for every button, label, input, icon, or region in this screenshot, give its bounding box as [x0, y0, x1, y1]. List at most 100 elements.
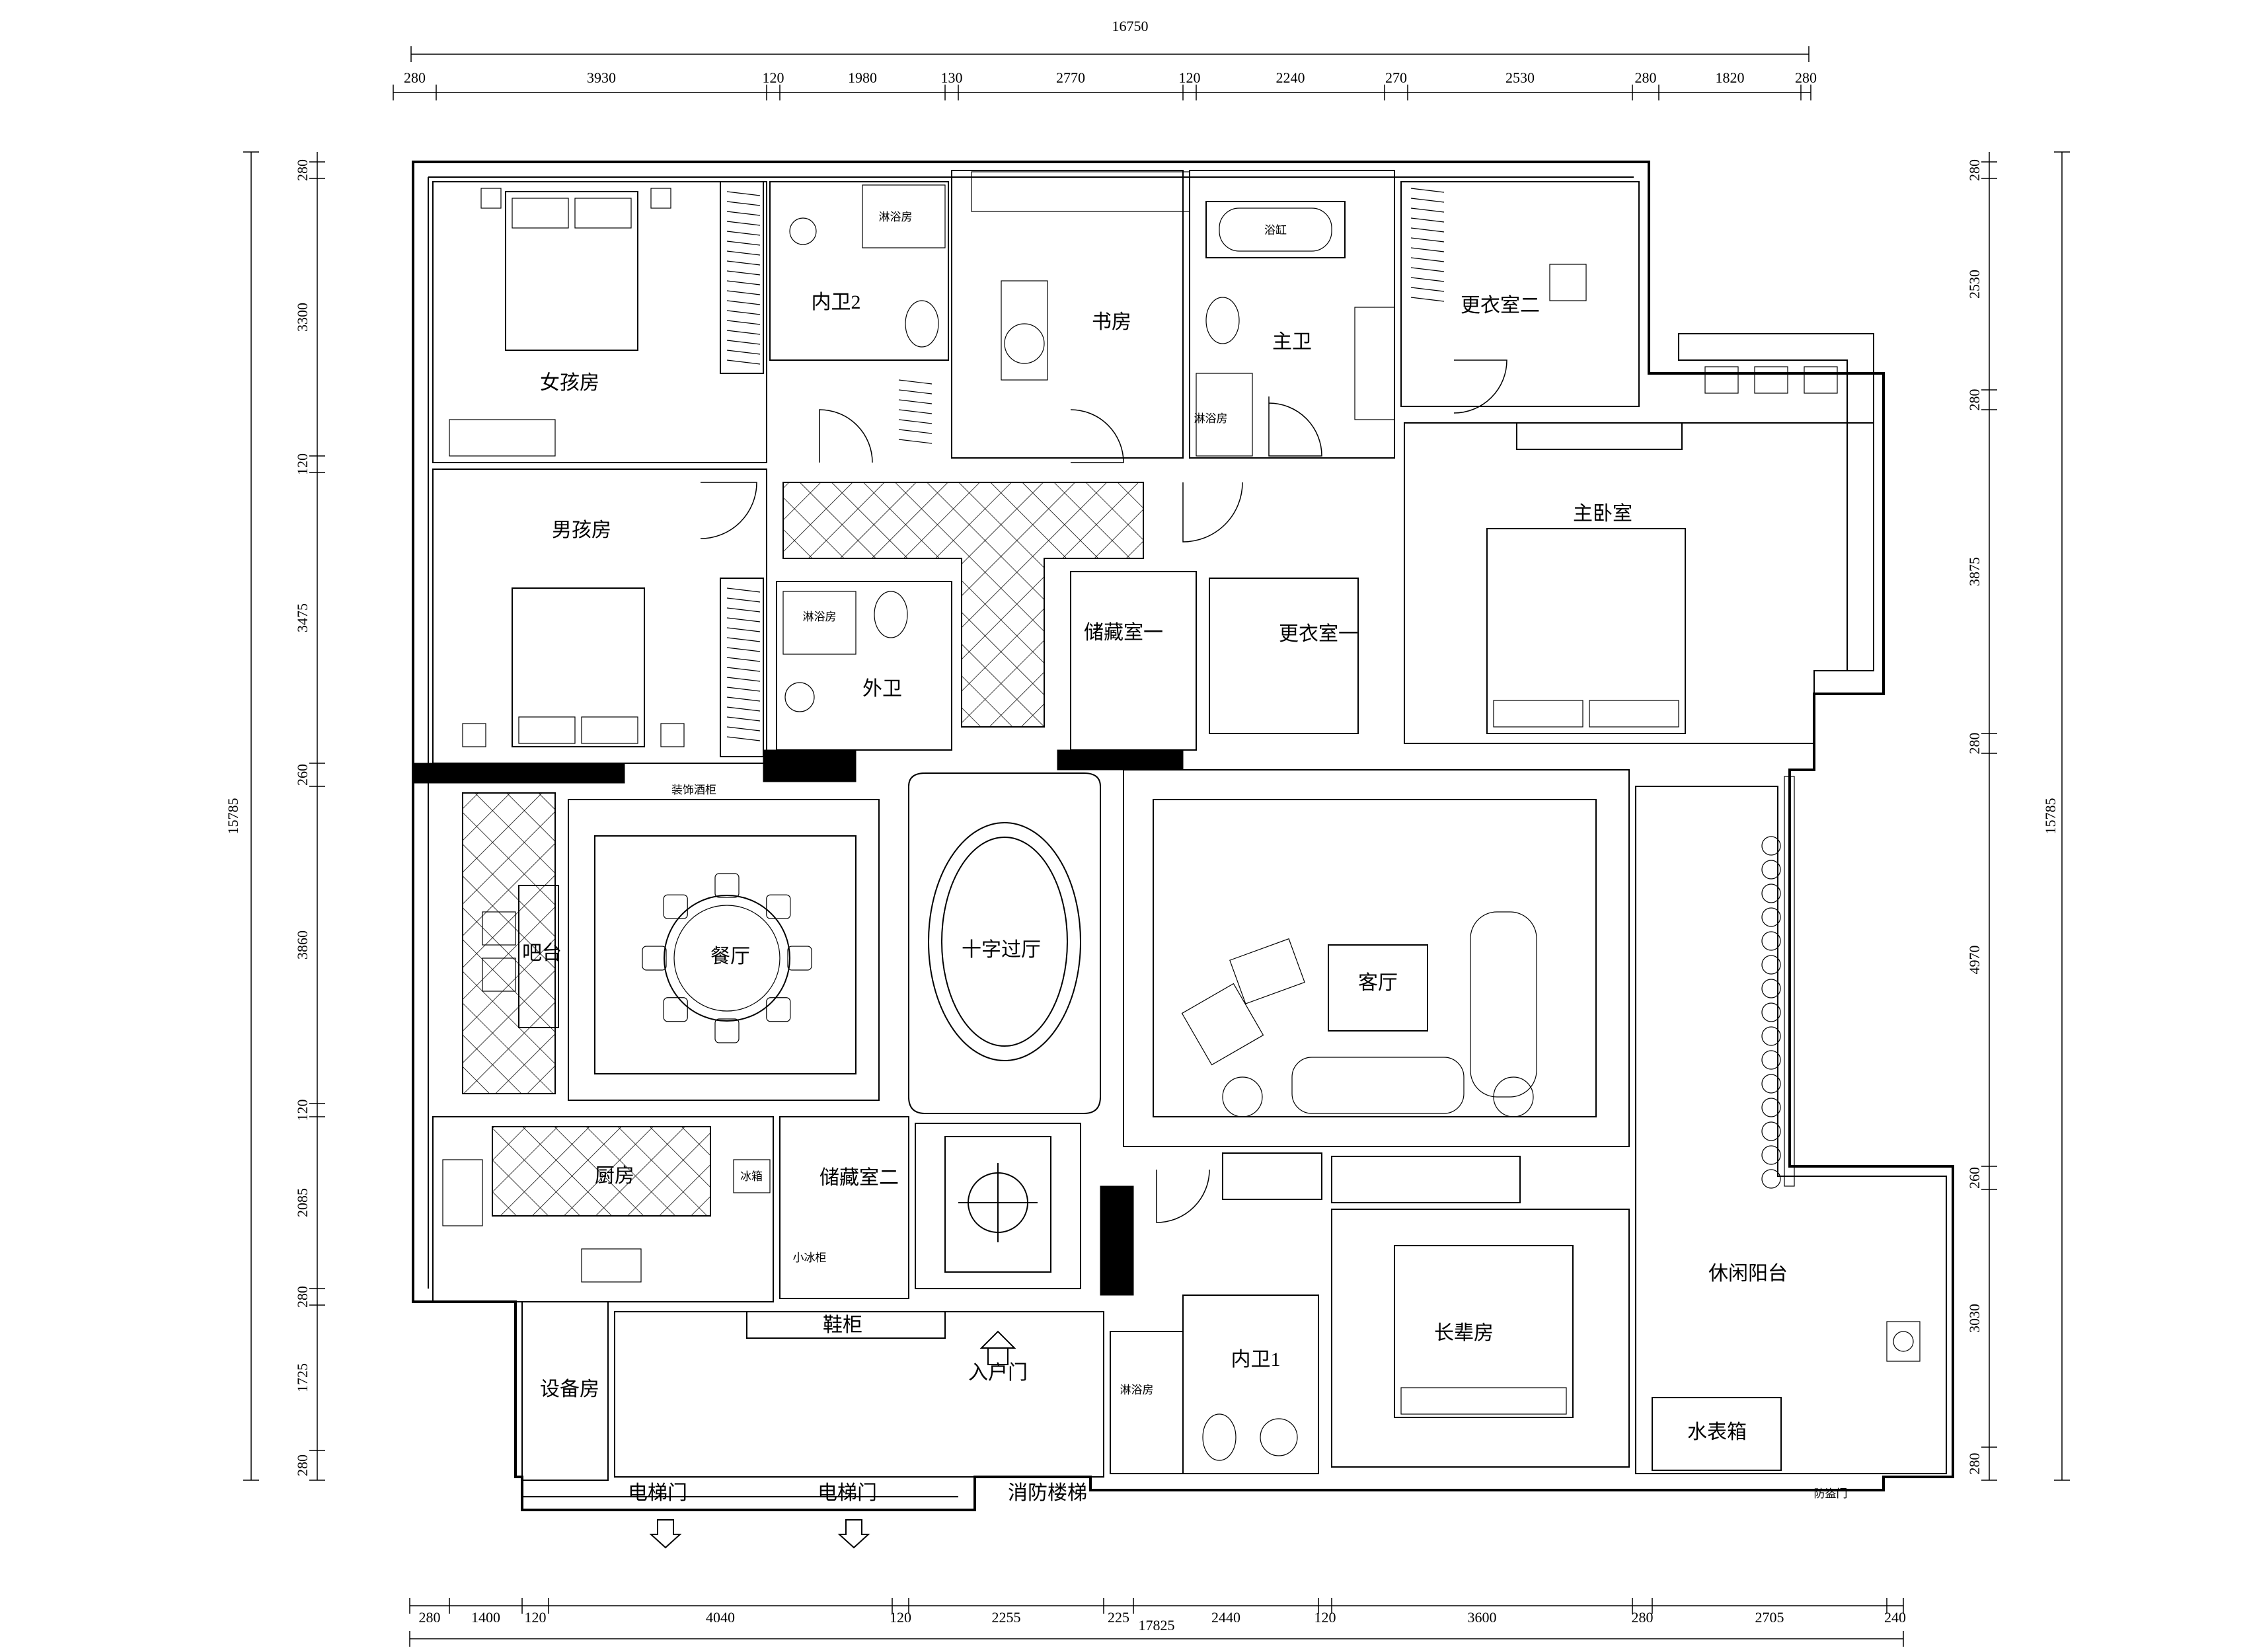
dim-left-9: 1725: [294, 1363, 311, 1392]
planter: [1761, 979, 1781, 998]
dining-chair: [663, 997, 688, 1022]
room-labels: 女孩房 内卫2 书房 主卫 更衣室二 男孩房 主卧室 储藏室一 更衣室一 外卫 …: [522, 291, 1788, 1504]
dining-chair: [663, 894, 688, 919]
dim-top-1: 3930: [587, 69, 616, 86]
dim-bottom-0: 280: [419, 1609, 441, 1626]
label-shower-1: 淋浴房: [879, 211, 913, 223]
dim-right-4: 280: [1966, 733, 1983, 755]
dim-right-6: 260: [1966, 1167, 1983, 1189]
dining-chair: [766, 894, 791, 919]
dim-right-7: 3030: [1966, 1304, 1983, 1333]
planter: [1761, 1169, 1781, 1189]
label-bar: 吧台: [522, 942, 562, 964]
dim-bottom-4: 120: [890, 1609, 911, 1626]
label-study: 书房: [1092, 311, 1131, 333]
label-inner-bath-2: 内卫2: [812, 291, 861, 313]
planter: [1761, 883, 1781, 903]
dim-left-1: 3300: [294, 303, 311, 332]
dining-chair: [714, 1018, 740, 1043]
planter: [1761, 931, 1781, 951]
label-shoe-cabinet: 鞋柜: [823, 1314, 862, 1336]
dim-bottom-1: 1400: [471, 1609, 500, 1626]
dim-bottom-5: 2255: [992, 1609, 1021, 1626]
dim-top-total: 16750: [1112, 18, 1149, 34]
dim-right-3: 3875: [1966, 557, 1983, 586]
dim-left-6: 120: [294, 1100, 311, 1121]
label-boys-room: 男孩房: [552, 519, 611, 541]
label-shower-4: 淋浴房: [1120, 1384, 1154, 1396]
planter: [1761, 1145, 1781, 1165]
label-dressing-1: 更衣室一: [1279, 623, 1358, 645]
dim-top-10: 280: [1635, 69, 1657, 86]
planter: [1761, 1074, 1781, 1094]
label-master-bedroom: 主卧室: [1573, 503, 1632, 525]
dim-top-4: 130: [941, 69, 963, 86]
dim-top-11: 1820: [1716, 69, 1745, 86]
fixture-labels: 淋浴房 淋浴房 淋浴房 淋浴房 浴缸 装饰酒柜 冰箱 小冰柜 鞋柜 防盗门: [671, 211, 1848, 1500]
dim-bottom-9: 3600: [1468, 1609, 1497, 1626]
dim-right-0: 280: [1966, 159, 1983, 181]
label-elevator-1: 电梯门: [628, 1482, 687, 1504]
dim-left-3: 3475: [294, 603, 311, 632]
dim-top-9: 2530: [1505, 69, 1535, 86]
label-dining: 餐厅: [710, 946, 750, 967]
furniture: [442, 171, 1921, 1549]
dim-top-7: 2240: [1276, 69, 1305, 86]
dim-bottom-8: 120: [1314, 1609, 1336, 1626]
dim-top-8: 270: [1385, 69, 1407, 86]
dim-right-total: 15785: [2042, 798, 2059, 835]
dim-top-12: 280: [1795, 69, 1817, 86]
dining-chair: [787, 946, 812, 971]
label-shower-2: 淋浴房: [803, 611, 837, 623]
dim-bottom-12: 240: [1884, 1609, 1906, 1626]
dim-left-5: 3860: [294, 930, 311, 959]
dim-top-3: 1980: [848, 69, 877, 86]
dim-bottom-7: 2440: [1211, 1609, 1240, 1626]
dim-top-2: 120: [763, 69, 784, 86]
label-inner-bath-1: 内卫1: [1231, 1349, 1281, 1370]
label-equipment-room: 设备房: [540, 1378, 599, 1400]
dim-left-total: 15785: [225, 798, 241, 835]
dim-left-10: 280: [294, 1454, 311, 1476]
dim-left-8: 280: [294, 1286, 311, 1308]
dim-left-4: 260: [294, 764, 311, 786]
label-shower-3: 淋浴房: [1194, 412, 1228, 425]
dim-top-5: 2770: [1056, 69, 1085, 86]
dim-top-6: 120: [1179, 69, 1201, 86]
dim-bottom-6: 225: [1108, 1609, 1129, 1626]
dining-chair: [642, 946, 667, 971]
dim-left-0: 280: [294, 159, 311, 181]
label-kitchen: 厨房: [595, 1165, 634, 1187]
dim-right-2: 280: [1966, 389, 1983, 411]
dining-chair: [714, 873, 740, 898]
outer-walls: [412, 161, 1954, 1511]
dim-right-5: 4970: [1966, 946, 1983, 975]
dim-right-1: 2530: [1966, 270, 1983, 299]
planter: [1761, 907, 1781, 927]
label-elder-room: 长辈房: [1434, 1322, 1494, 1344]
planter: [1761, 955, 1781, 975]
label-wine-cabinet: 装饰酒柜: [671, 784, 716, 796]
dim-top-0: 280: [404, 69, 426, 86]
label-girls-room: 女孩房: [540, 372, 599, 394]
label-dressing-2: 更衣室二: [1461, 295, 1540, 317]
label-hallway: 十字过厅: [962, 939, 1041, 961]
label-storage-1: 储藏室一: [1084, 622, 1163, 644]
planter: [1761, 1026, 1781, 1046]
label-leisure-balcony: 休闲阳台: [1708, 1263, 1788, 1285]
label-fridge: 冰箱: [740, 1170, 763, 1183]
label-master-bath: 主卫: [1272, 331, 1312, 353]
dim-bottom-total: 17825: [1139, 1617, 1175, 1633]
label-water-meter: 水表箱: [1687, 1421, 1747, 1443]
dim-bottom-11: 2705: [1755, 1609, 1784, 1626]
planter: [1761, 836, 1781, 856]
label-outer-bath: 外卫: [862, 678, 902, 700]
planter: [1761, 1121, 1781, 1141]
label-fire-door: 防盗门: [1814, 1487, 1848, 1500]
dimension-lines: 16750 280 3930 120 1980 130 2770 120 2240 270 253…: [225, 18, 2070, 1647]
planter: [1761, 1002, 1781, 1022]
label-elevator-2: 电梯门: [818, 1482, 877, 1504]
dim-left-7: 2085: [294, 1188, 311, 1217]
dim-left-2: 120: [294, 453, 311, 475]
